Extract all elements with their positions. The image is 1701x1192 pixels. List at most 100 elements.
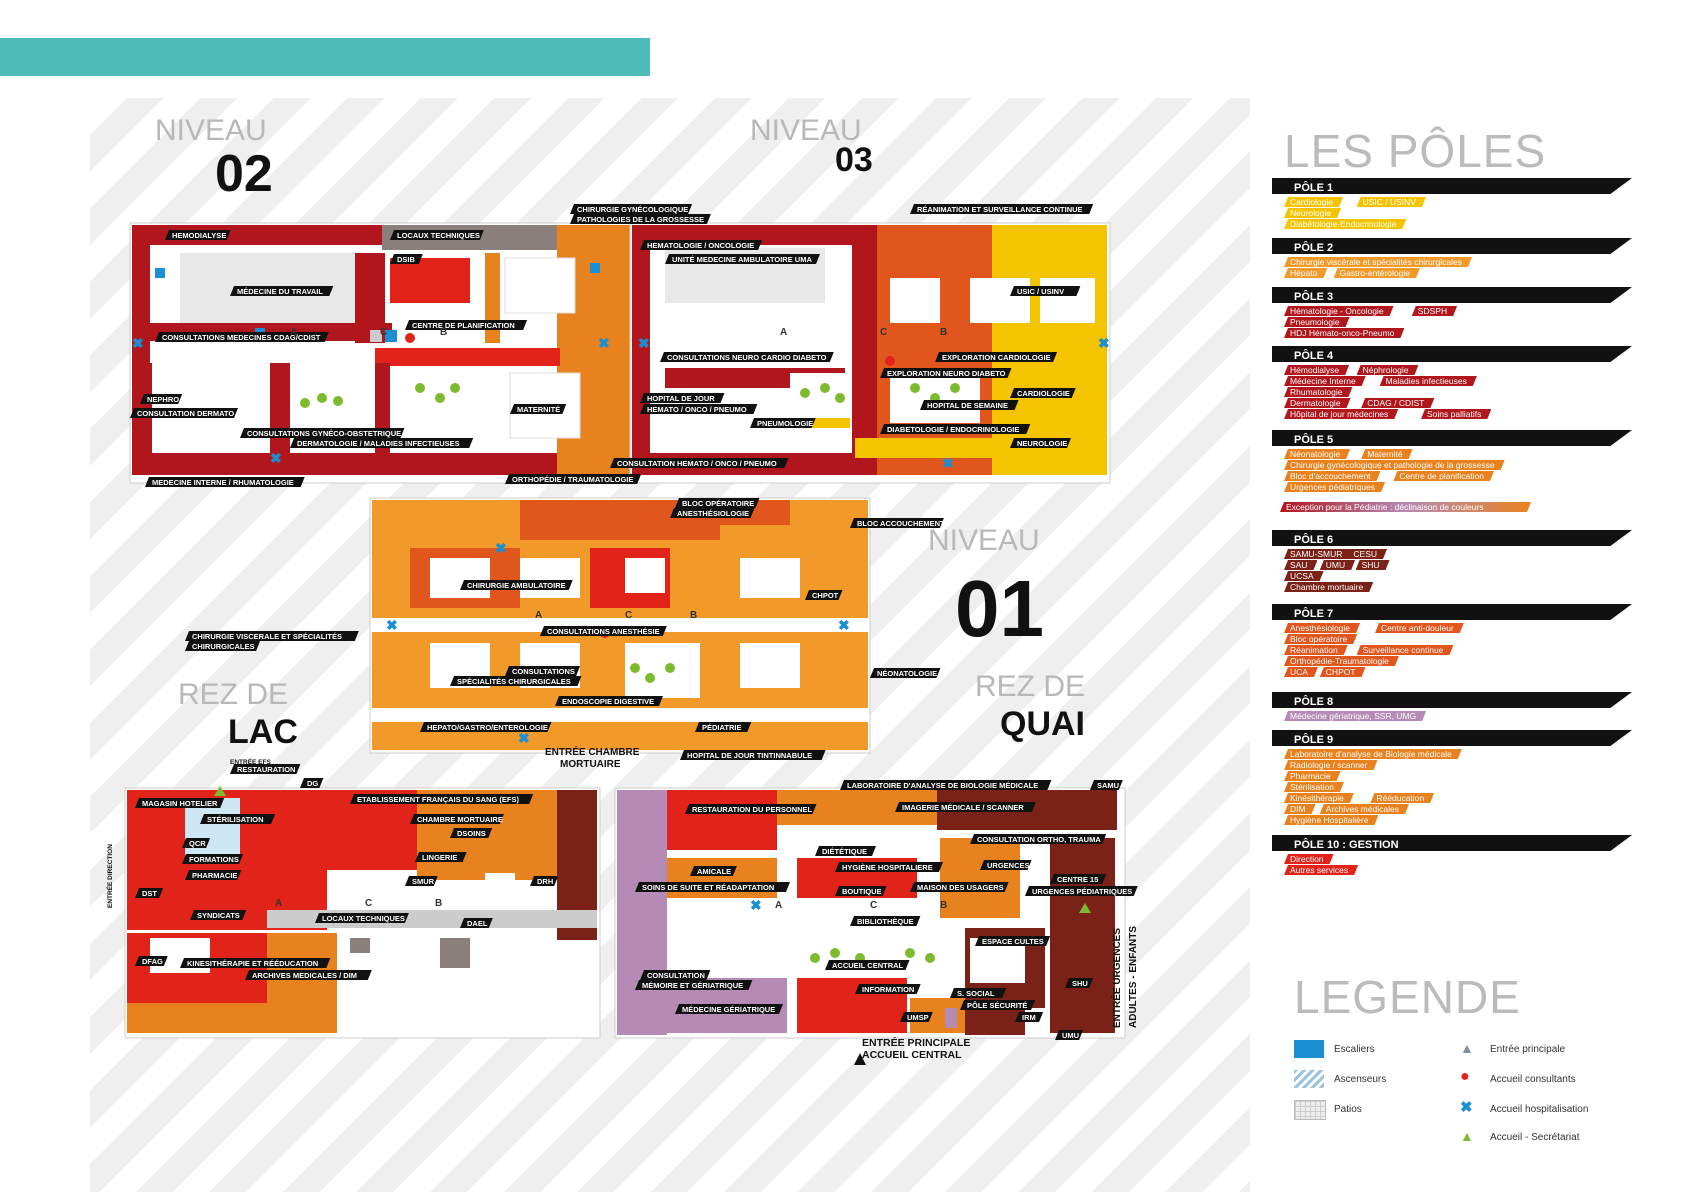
pole-item: Hôpital de jour médecines (1284, 409, 1398, 419)
svg-text:✖: ✖ (1098, 335, 1110, 351)
svg-text:ARCHIVES MEDICALES / DIM: ARCHIVES MEDICALES / DIM (252, 971, 357, 980)
label-n03-12: DIABETOLOGIE / ENDOCRINOLOGIE (880, 424, 1031, 434)
svg-text:✖: ✖ (132, 335, 144, 351)
pole-item: SDSPH (1412, 306, 1457, 316)
svg-text:SOINS DE SUITE ET RÉADAPTATION: SOINS DE SUITE ET RÉADAPTATION (642, 883, 774, 892)
label-n03-1: HEMATOLOGIE / ONCOLOGIE (640, 240, 763, 250)
pole-name: PÔLE 3 (1294, 291, 1334, 303)
svg-text:RESTAURATION DU PERSONNEL: RESTAURATION DU PERSONNEL (692, 805, 813, 814)
label-quai-side-0: ENTRÉE URGENCES (1110, 928, 1123, 1028)
svg-text:PÉDIATRIE: PÉDIATRIE (702, 723, 741, 732)
hospital-floor-map: ✖ ✖ ✖ ✖ ✖ ✖ (90, 98, 1250, 1192)
svg-text:CHIRURGIE GYNÉCOLOGIQUE: CHIRURGIE GYNÉCOLOGIQUE (577, 205, 688, 214)
map-canvas: ✖ ✖ ✖ ✖ ✖ ✖ (105, 114, 1139, 1065)
svg-text:UMU: UMU (1062, 1031, 1079, 1040)
label-lac-13: DRH (530, 876, 559, 886)
svg-text:CARDIOLOGIE: CARDIOLOGIE (1017, 389, 1070, 398)
pole-item: USIC / USINV (1357, 197, 1426, 207)
pole-item: Néphrologie (1357, 365, 1419, 375)
svg-text:CONSULTATION DERMATO: CONSULTATION DERMATO (137, 409, 234, 418)
label-quai-22: PÔLE SÉCURITÉ (960, 1000, 1036, 1010)
svg-text:NEPHRO: NEPHRO (147, 395, 179, 404)
legend-hospitalisation-label: Accueil hospitalisation (1490, 1104, 1589, 1115)
pole-item: Bloc d'accouchement (1284, 471, 1381, 481)
pole-item: Stérilisation (1284, 782, 1344, 792)
pole-header-5: PÔLE 5 (1272, 430, 1632, 446)
label-lac-7: DSOINS (450, 828, 493, 838)
svg-text:✖: ✖ (750, 897, 762, 913)
label-n03-10: HOPITAL DE SEMAINE (920, 400, 1019, 410)
svg-text:CONSULTATION: CONSULTATION (647, 971, 705, 980)
pole-item: Kinésithérapie (1284, 793, 1354, 803)
label-quai-8: AMICALE (690, 866, 737, 876)
pole-item: HDJ Hémato-onco-Pneumo (1284, 328, 1404, 338)
label-n02-11: MEDECINE INTERNE / RHUMATOLOGIE (145, 477, 305, 487)
letter-marker-4-1: C (870, 900, 877, 911)
label-quai-6: HYGIÈNE HOSPITALIERE (835, 862, 943, 872)
legend-main-entrance-label: Entrée principale (1490, 1044, 1566, 1055)
label-quai-5: DIÉTÉTIQUE (815, 846, 876, 856)
label-n03-11: PNEUMOLOGIE (750, 418, 816, 428)
svg-text:HOPITAL DE JOUR TINTINNABULE: HOPITAL DE JOUR TINTINNABULE (687, 751, 812, 760)
main-entrance-icon: ▲ (1460, 1040, 1474, 1056)
svg-text:SPÉCIALITÉS CHIRURGICALES: SPÉCIALITÉS CHIRURGICALES (457, 677, 571, 686)
level-number-n02: 02 (215, 145, 273, 203)
pole-item: UMU (1320, 560, 1355, 570)
label-quai-entry-0: ENTRÉE PRINCIPALE (862, 1036, 970, 1049)
pole-item: Maternité (1361, 449, 1412, 459)
label-quai-24: IRM (1015, 1012, 1044, 1022)
svg-text:QCR: QCR (189, 839, 206, 848)
label-n01-13: HEPATO/GASTRO/ENTEROLOGIE (420, 722, 552, 732)
pole-header-9: PÔLE 9 (1272, 730, 1632, 746)
label-n02-2: DSIB (390, 254, 423, 264)
label-n01-0: ORTHOPÉDIE / TRAUMATOLOGIE (505, 474, 642, 484)
svg-text:HYGIÈNE HOSPITALIERE: HYGIÈNE HOSPITALIERE (842, 863, 933, 872)
svg-text:USIC / USINV: USIC / USINV (1017, 287, 1064, 296)
label-n02-5: CONSULTATIONS MEDECINES CDAG/CDIST (155, 332, 329, 342)
patio-swatch (1294, 1100, 1326, 1120)
label-n02-top-1: PATHOLOGIES DE LA GROSSESSE (570, 214, 711, 224)
svg-text:LOCAUX TECHNIQUES: LOCAUX TECHNIQUES (322, 914, 405, 923)
level-word-n01: NIVEAU (928, 524, 1040, 557)
legend-elevator-label: Ascenseurs (1334, 1074, 1387, 1085)
pole-item: Urgences pédiatriques (1284, 482, 1385, 492)
pole-item: Diabétologie-Endocrinologie (1284, 219, 1406, 229)
label-quai-14: BIBLIOTHÈQUE (850, 916, 921, 926)
label-n02-1: LOCAUX TECHNIQUES (390, 230, 484, 240)
label-n01-4: CHIRURGIE AMBULATOIRE (460, 580, 573, 590)
pole-item: Chambre mortuaire (1284, 582, 1373, 592)
label-n03-0: RÉANIMATION ET SURVEILLANCE CONTINUE (910, 204, 1094, 214)
svg-text:CHAMBRE MORTUAIRE: CHAMBRE MORTUAIRE (417, 815, 503, 824)
pole-header-3: PÔLE 3 (1272, 287, 1632, 303)
svg-text:ORTHOPÉDIE / TRAUMATOLOGIE: ORTHOPÉDIE / TRAUMATOLOGIE (512, 475, 633, 484)
label-lac-17: DAEL (460, 918, 493, 928)
svg-text:ANESTHÉSIOLOGIE: ANESTHÉSIOLOGIE (677, 509, 749, 518)
svg-text:CONSULTATIONS ANESTHÉSIE: CONSULTATIONS ANESTHÉSIE (547, 627, 660, 636)
label-n02-9: CONSULTATIONS GYNÉCO-OBSTETRIQUE (240, 428, 405, 438)
svg-text:KINESITHÉRAPIE ET RÉÉDUCATION: KINESITHÉRAPIE ET RÉÉDUCATION (187, 959, 318, 968)
label-n01-1: BLOC OPÉRATOIRE (675, 498, 760, 508)
label-n01-15: HOPITAL DE JOUR TINTINNABULE (680, 750, 826, 760)
hospitalisation-reception-icon: ✖ (1460, 1099, 1473, 1116)
label-lac-6: CHAMBRE MORTUAIRE (410, 814, 504, 824)
svg-text:PNEUMOLOGIE: PNEUMOLOGIE (757, 419, 813, 428)
header-accent-bar (0, 38, 650, 76)
label-n02-6: NEPHRO (140, 394, 183, 404)
svg-text:LINGERIE: LINGERIE (422, 853, 457, 862)
label-quai-26: UMU (1055, 1030, 1084, 1040)
label-n02-7: CONSULTATION DERMATO (130, 408, 238, 418)
letter-marker-0-2: B (440, 327, 447, 338)
level-word-n03: NIVEAU (750, 114, 862, 147)
pole-item: Gastro-entérologie (1334, 268, 1420, 278)
svg-text:CONSULTATIONS NEURO CARDIO DIA: CONSULTATIONS NEURO CARDIO DIABETO (667, 353, 827, 362)
svg-text:DST: DST (142, 889, 157, 898)
svg-text:LOCAUX TECHNIQUES: LOCAUX TECHNIQUES (397, 231, 480, 240)
pole-item: Orthopédie-Traumatologie (1284, 656, 1399, 666)
svg-text:HOPITAL DE JOUR: HOPITAL DE JOUR (647, 394, 715, 403)
svg-text:SHU: SHU (1072, 979, 1088, 988)
pole-item: Hépato (1284, 268, 1327, 278)
label-n02-10: DERMATOLOGIE / MALADIES INFECTIEUSES (290, 438, 474, 448)
pole-header-7: PÔLE 7 (1272, 604, 1632, 620)
svg-text:HEMATO / ONCO / PNEUMO: HEMATO / ONCO / PNEUMO (647, 405, 747, 414)
pole-item: CHPOT (1320, 667, 1366, 677)
